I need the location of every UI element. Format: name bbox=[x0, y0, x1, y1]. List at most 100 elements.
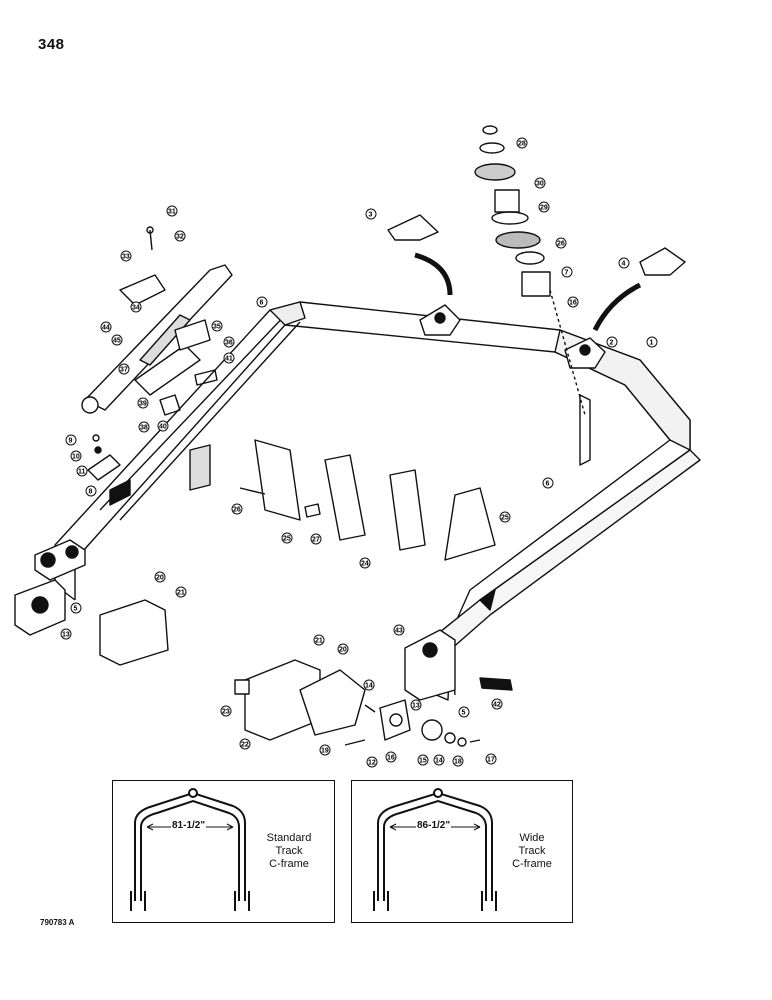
callout-16b: 16 bbox=[385, 751, 397, 763]
callout-17: 17 bbox=[485, 753, 497, 765]
callout-23: 23 bbox=[220, 705, 232, 717]
page-number: 348 bbox=[38, 36, 65, 53]
svg-text:18: 18 bbox=[454, 759, 462, 766]
callout-27: 27 bbox=[310, 533, 322, 545]
callout-11: 11 bbox=[76, 465, 88, 477]
svg-text:35: 35 bbox=[213, 324, 221, 331]
svg-text:6: 6 bbox=[260, 300, 264, 307]
cylinder-assembly bbox=[81, 264, 233, 416]
svg-text:34: 34 bbox=[132, 305, 140, 312]
svg-text:20: 20 bbox=[156, 575, 164, 582]
callout-18: 18 bbox=[452, 755, 464, 767]
callout-26a: 26 bbox=[231, 503, 243, 515]
callout-35: 35 bbox=[211, 320, 223, 332]
svg-text:13: 13 bbox=[62, 632, 70, 639]
callout-12: 12 bbox=[366, 756, 378, 768]
figure-code: 790783 A bbox=[40, 918, 75, 927]
svg-text:19: 19 bbox=[321, 748, 329, 755]
svg-text:45: 45 bbox=[113, 338, 121, 345]
callout-6b: 6 bbox=[542, 477, 554, 489]
svg-text:23: 23 bbox=[222, 709, 230, 716]
callout-20b: 20 bbox=[337, 643, 349, 655]
inset-standard-track: 81-1/2" Standard Track C-frame bbox=[112, 780, 335, 923]
callout-45: 45 bbox=[111, 334, 123, 346]
callout-13b: 13 bbox=[410, 699, 422, 711]
callout-16a: 16 bbox=[567, 296, 579, 308]
callout-7: 7 bbox=[561, 266, 573, 278]
svg-text:8: 8 bbox=[89, 489, 93, 496]
callout-5a: 5 bbox=[70, 602, 82, 614]
callout-4: 4 bbox=[618, 257, 630, 269]
svg-text:28: 28 bbox=[518, 141, 526, 148]
callout-2: 2 bbox=[606, 336, 618, 348]
svg-text:43: 43 bbox=[395, 628, 403, 635]
callout-37: 37 bbox=[118, 363, 130, 375]
c-frame-outline-icon bbox=[130, 788, 250, 911]
mounting-brackets bbox=[387, 214, 686, 369]
callout-6a: 6 bbox=[256, 296, 268, 308]
callout-5b: 5 bbox=[458, 706, 470, 718]
svg-text:37: 37 bbox=[120, 367, 128, 374]
svg-text:40: 40 bbox=[159, 424, 167, 431]
svg-text:21: 21 bbox=[315, 638, 323, 645]
svg-text:33: 33 bbox=[122, 254, 130, 261]
callout-13a: 13 bbox=[60, 628, 72, 640]
svg-text:36: 36 bbox=[225, 340, 233, 347]
svg-text:22: 22 bbox=[241, 742, 249, 749]
lower-plate-assembly bbox=[99, 599, 481, 747]
svg-text:5: 5 bbox=[462, 710, 466, 717]
callout-15: 15 bbox=[417, 754, 429, 766]
svg-text:5: 5 bbox=[74, 606, 78, 613]
svg-text:27: 27 bbox=[312, 537, 320, 544]
svg-text:14: 14 bbox=[365, 683, 373, 690]
callout-10: 10 bbox=[70, 450, 82, 462]
svg-text:7: 7 bbox=[565, 270, 569, 277]
svg-text:13: 13 bbox=[412, 703, 420, 710]
svg-text:20: 20 bbox=[339, 647, 347, 654]
callout-9: 9 bbox=[65, 434, 77, 446]
callout-1: 1 bbox=[646, 336, 658, 348]
svg-text:44: 44 bbox=[102, 325, 110, 332]
callout-32: 32 bbox=[174, 230, 186, 242]
callout-25b: 25 bbox=[499, 511, 511, 523]
callout-22: 22 bbox=[239, 738, 251, 750]
svg-text:30: 30 bbox=[536, 181, 544, 188]
svg-text:10: 10 bbox=[72, 454, 80, 461]
callout-42: 42 bbox=[491, 698, 503, 710]
callout-36: 36 bbox=[223, 336, 235, 348]
inset-wide-track: 86-1/2" Wide Track C-frame bbox=[351, 780, 573, 923]
inset-caption: Standard Track C-frame bbox=[266, 832, 312, 870]
right-pivot-end bbox=[379, 629, 513, 741]
svg-text:4: 4 bbox=[622, 261, 626, 268]
svg-text:41: 41 bbox=[225, 356, 233, 363]
svg-text:21: 21 bbox=[177, 590, 185, 597]
svg-text:15: 15 bbox=[419, 758, 427, 765]
callout-29: 29 bbox=[538, 201, 550, 213]
callout-34: 34 bbox=[130, 301, 142, 313]
svg-text:38: 38 bbox=[140, 425, 148, 432]
callout-25a: 25 bbox=[281, 532, 293, 544]
callout-38: 38 bbox=[138, 421, 150, 433]
callout-14b: 14 bbox=[433, 754, 445, 766]
clamp-hardware bbox=[87, 226, 154, 481]
svg-text:25: 25 bbox=[283, 536, 291, 543]
svg-text:16: 16 bbox=[569, 300, 577, 307]
svg-text:12: 12 bbox=[368, 760, 376, 767]
svg-text:6: 6 bbox=[546, 481, 550, 488]
callout-41: 41 bbox=[223, 352, 235, 364]
callout-44: 44 bbox=[100, 321, 112, 333]
svg-text:26: 26 bbox=[233, 507, 241, 514]
svg-text:9: 9 bbox=[69, 438, 73, 445]
svg-text:29: 29 bbox=[540, 205, 548, 212]
callout-3: 3 bbox=[365, 208, 377, 220]
dimension-label: 86-1/2" bbox=[416, 820, 452, 831]
svg-text:39: 39 bbox=[139, 401, 147, 408]
callout-39: 39 bbox=[137, 397, 149, 409]
svg-text:14: 14 bbox=[435, 758, 443, 765]
callout-30: 30 bbox=[534, 177, 546, 189]
svg-text:2: 2 bbox=[610, 340, 614, 347]
svg-text:24: 24 bbox=[361, 561, 369, 568]
callout-14a: 14 bbox=[363, 679, 375, 691]
callout-19: 19 bbox=[319, 744, 331, 756]
